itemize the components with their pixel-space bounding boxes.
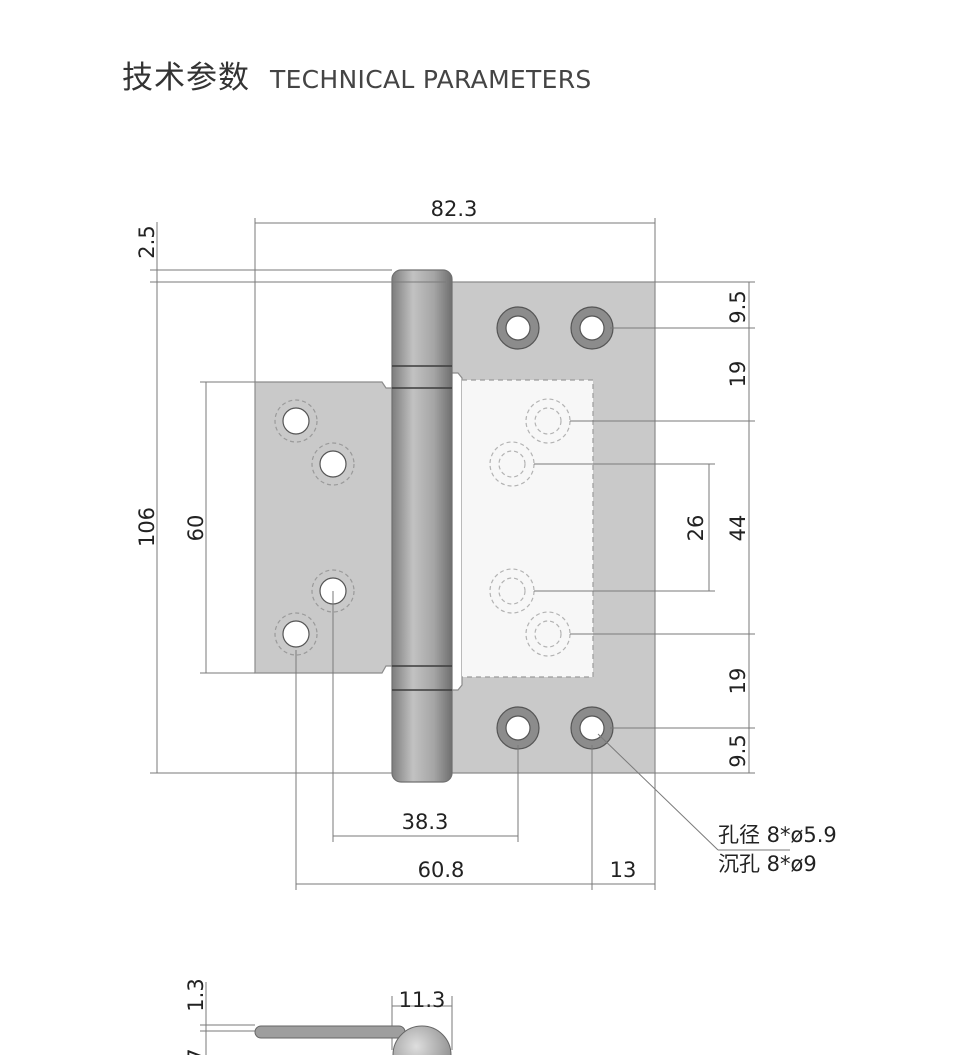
hole-note-line1: 孔径 8*ø5.9: [718, 823, 837, 847]
leaf-cutout-outline: [462, 379, 594, 678]
title-chinese: 技术参数: [122, 60, 250, 96]
dim-hole-span-left: 38.3: [402, 810, 449, 834]
hinge-knuckle: [391, 269, 453, 783]
dim-side-thickness: 1.3: [184, 978, 208, 1011]
dim-right-lower: 19: [726, 668, 750, 695]
dim-side-partial: 7: [184, 1048, 208, 1055]
dim-right-middle: 44: [726, 515, 750, 542]
side-view: 1.3 11.3 7: [184, 978, 453, 1055]
dim-edge-to-hole: 13: [610, 858, 637, 882]
dim-overall-width: 82.3: [431, 197, 478, 221]
hole-note-line2: 沉孔 8*ø9: [718, 852, 817, 876]
dim-leaf-height: 60: [184, 515, 208, 542]
side-leaf: [254, 1025, 406, 1039]
dim-top-offset: 2.5: [135, 225, 159, 258]
screw-holes-left: [274, 399, 355, 656]
page-header: 技术参数 TECHNICAL PARAMETERS: [122, 52, 592, 100]
dimension-lines: [150, 218, 790, 890]
side-knuckle: [392, 1025, 452, 1055]
dim-hole-span-total: 60.8: [418, 858, 465, 882]
dim-right-top: 9.5: [726, 290, 750, 323]
title-english: TECHNICAL PARAMETERS: [270, 65, 592, 94]
dim-overall-height: 106: [135, 507, 159, 547]
dim-side-knuckle-width: 11.3: [399, 988, 446, 1012]
dim-right-bottom: 9.5: [726, 734, 750, 767]
dim-right-inner: 26: [684, 515, 708, 542]
front-view: 82.3 38.3 60.8 13 孔径 8*ø5.9 沉孔 8*ø9 2.5 …: [135, 197, 837, 890]
dim-right-upper: 19: [726, 361, 750, 388]
